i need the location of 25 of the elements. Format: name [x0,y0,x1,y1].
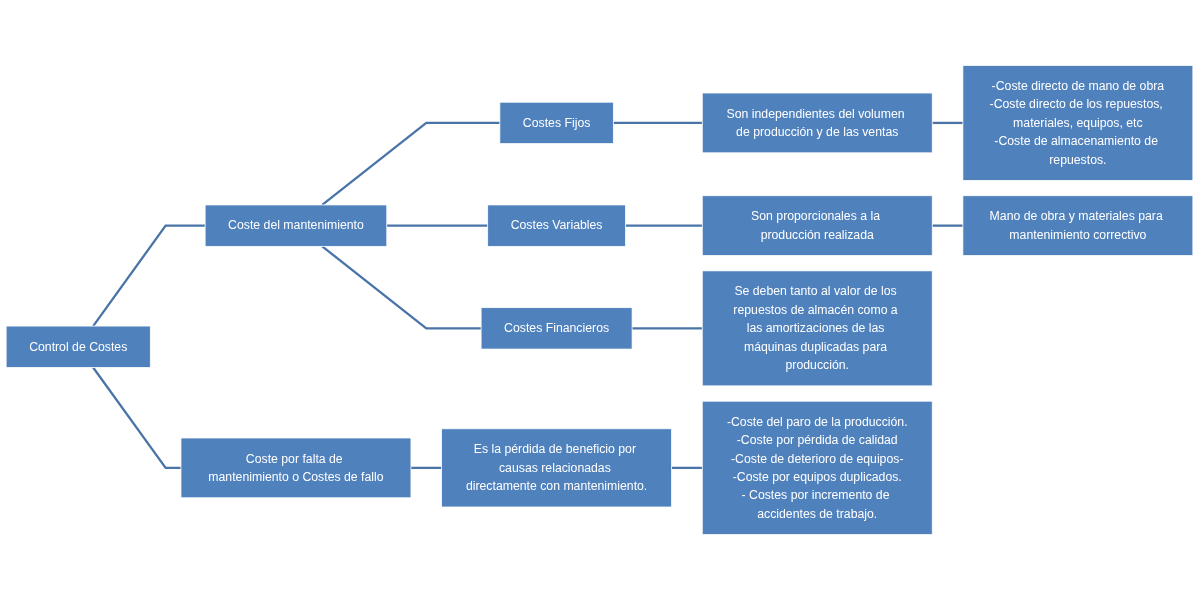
node-box: Son independientes del volumen de producción y de las ventas [701,92,933,154]
node-box: Costes Fijos [499,101,614,144]
node-box: Costes Variables [487,204,626,247]
connector [932,121,963,125]
connector [92,366,181,470]
node-box: Mano de obra y materiales para mantenimiento correctivo [962,195,1194,256]
connector [632,327,703,330]
node-box: Costes Financieros [480,307,633,350]
connector [321,121,500,206]
node-box: Coste por falta de mantenimiento o Costes de fallo [180,437,412,499]
connector [410,466,442,470]
node-box: Se deben tanto al valor de los repuestos de almacén como a las amortizaciones de las máquinas duplicadas para producción. [701,270,933,387]
node-box: Coste del mantenimiento [204,204,388,247]
connector [92,224,206,327]
connector [386,224,488,227]
connector [625,224,703,227]
node-box: -Coste directo de mano de obra -Coste directo de los repuestos, materiales, equipos, etc -Coste de almacenamiento de repuestos. [962,65,1194,181]
node-box: Control de Costes [5,325,151,368]
connector [321,245,482,330]
node-box: Es la pérdida de beneficio por causas relacionadas directamente con mantenimiento. [441,428,672,508]
node-box: Son proporcionales a la producción realizada [701,195,933,256]
connector [671,466,703,470]
connector [932,224,963,227]
node-box: -Coste del paro de la producción. -Coste por pérdida de calidad -Coste de deterioro de equipos- -Coste por equipos duplicados. - Costes por incremento de accidentes de trabajo. [701,400,933,535]
connector [613,121,703,125]
